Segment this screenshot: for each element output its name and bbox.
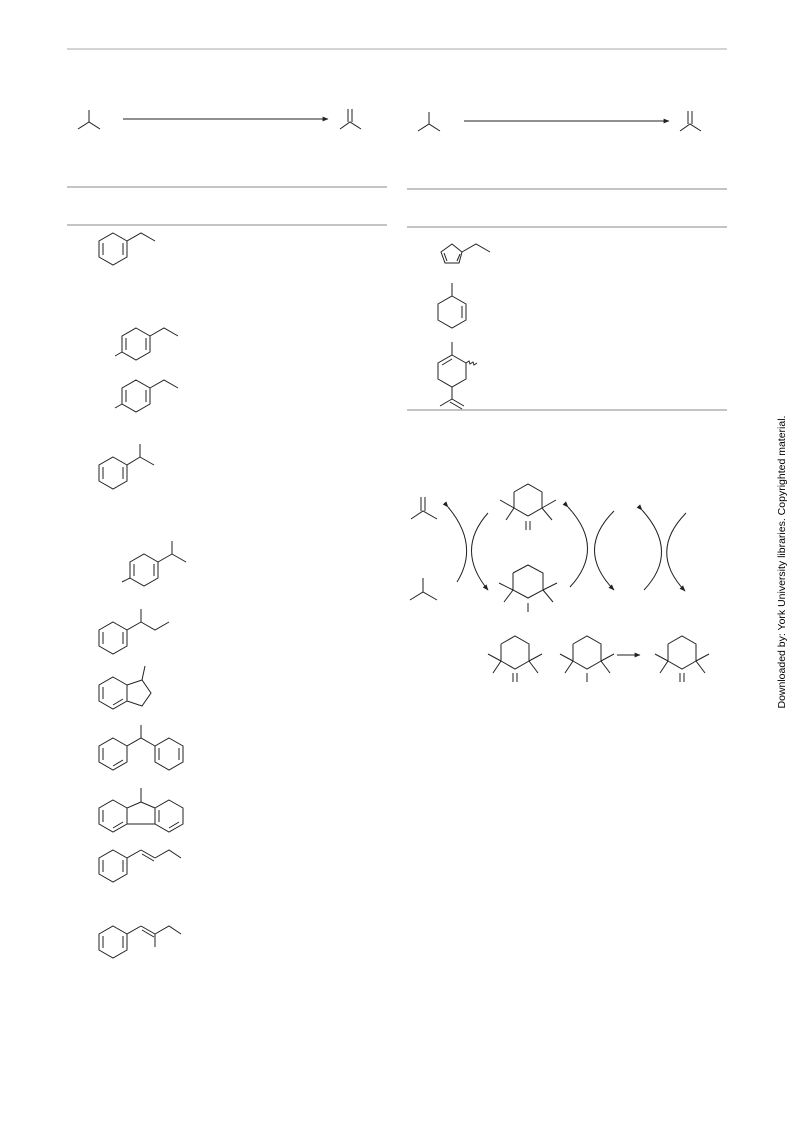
structure-1-phenyl-1-butene (98, 849, 182, 883)
structure-p-cymene (121, 541, 187, 587)
structure-p-ethyltoluene-1 (114, 327, 179, 361)
structure-p-ethyltoluene-2 (114, 379, 179, 413)
structure-cumene (98, 444, 155, 490)
structure-tmp-bottom-3 (654, 635, 710, 682)
structure-9-methylfluorene (98, 788, 184, 833)
scheme-left-reaction (77, 109, 362, 130)
structure-tmp-bottom-1 (487, 635, 543, 682)
scheme-right-reaction (417, 111, 702, 132)
structure-2-methyl-1-phenyl-1-butene (98, 925, 182, 959)
structure-ethylbenzene (98, 232, 156, 266)
structure-tmp-top (499, 483, 557, 530)
structure-tmp-middle (498, 564, 558, 612)
structure-1-methylindane (98, 665, 152, 710)
structure-limonene-isomer (437, 342, 478, 410)
catalytic-cycle-scheme (409, 483, 710, 682)
table-rules (67, 48, 727, 411)
structure-isobutene (410, 497, 438, 520)
structure-isobutane (409, 578, 438, 601)
structure-tmp-bottom-2 (559, 635, 615, 682)
structure-1-1-diphenylethane (98, 725, 184, 771)
structure-4-methylcyclohexene (437, 283, 467, 329)
structure-sec-butylbenzene (98, 609, 170, 655)
download-notice: Downloaded by: York University libraries… (776, 415, 788, 709)
structure-2-ethylfuran (440, 243, 491, 264)
